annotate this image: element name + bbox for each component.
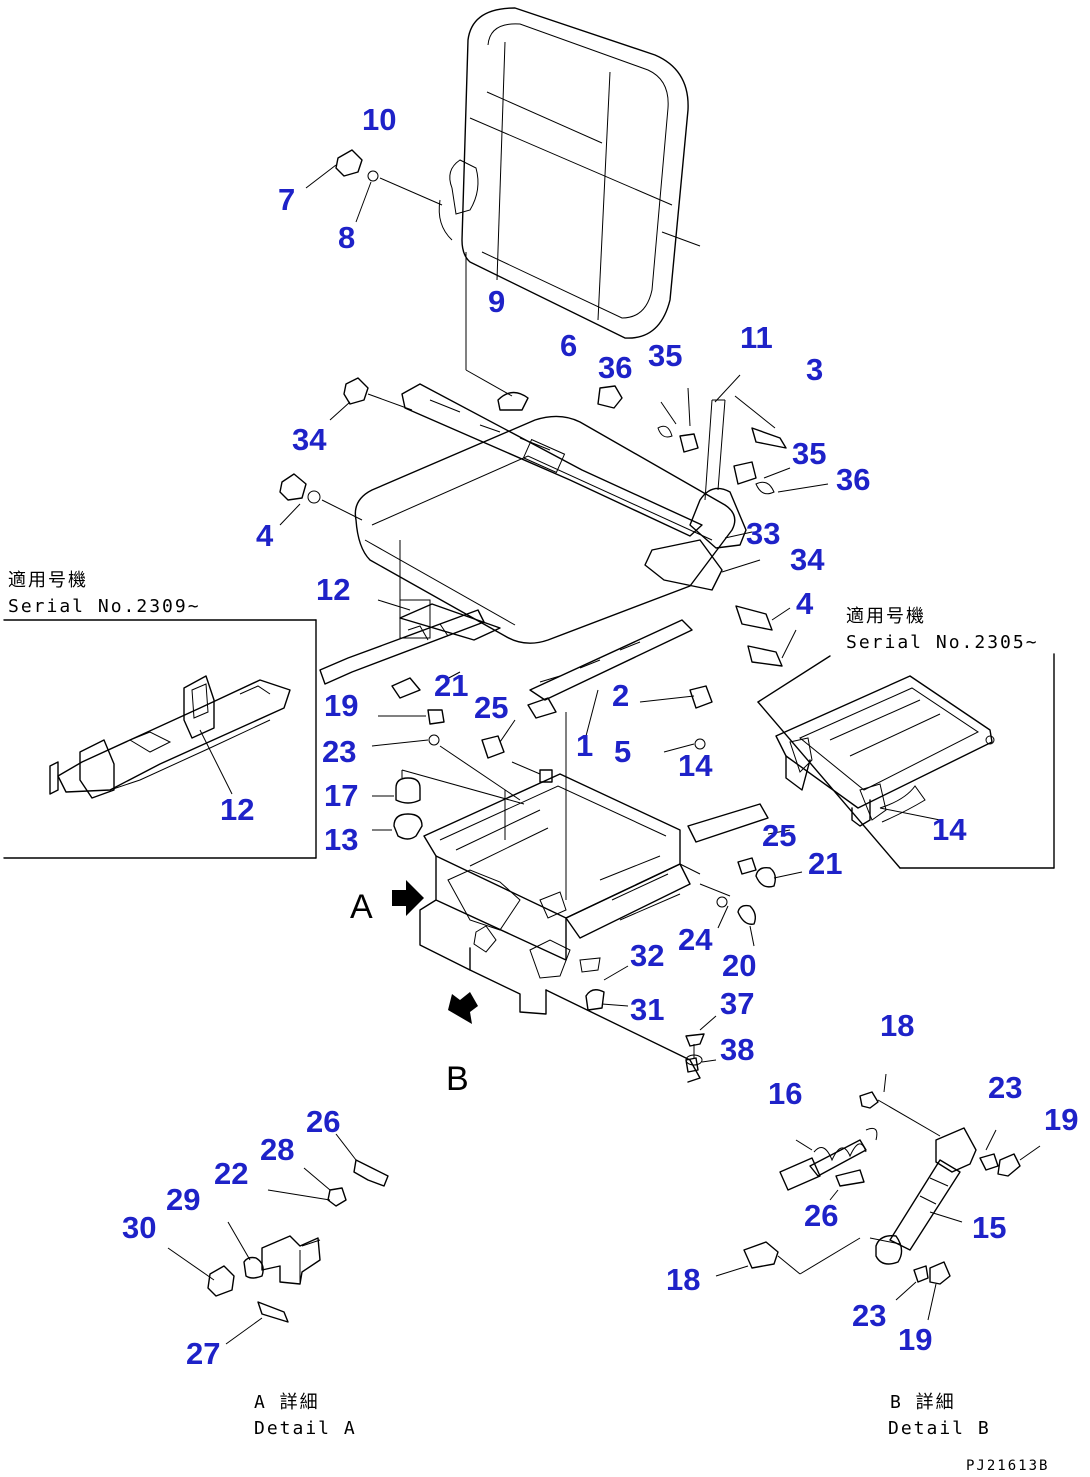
callout-20: 20 [722, 948, 756, 983]
detail-b-drawing [715, 1073, 1041, 1321]
inset-right-serial [757, 653, 1055, 869]
bolt-7-washer-8 [305, 149, 443, 223]
callout-19: 19 [898, 1322, 932, 1357]
callout-34: 34 [292, 422, 327, 457]
drawing-code: PJ21613B [966, 1458, 1049, 1474]
diagram-labels: 適用号機 Serial No.2309~ 適用号機 Serial No.2305… [8, 570, 1049, 1474]
callout-1: 1 [576, 728, 593, 763]
inset-right-title: 適用号機 [846, 606, 926, 627]
callout-3: 3 [806, 352, 823, 387]
callout-35: 35 [792, 436, 826, 471]
view-arrows [392, 880, 478, 1024]
callout-16: 16 [768, 1076, 802, 1111]
callout-23: 23 [852, 1298, 886, 1333]
slide-rails [319, 599, 713, 900]
view-b-arrow [448, 992, 478, 1024]
callout-10: 10 [362, 102, 396, 137]
detail-a-drawing [167, 1133, 389, 1345]
callout-9: 9 [488, 284, 505, 319]
callout-37: 37 [720, 986, 754, 1021]
callout-25: 25 [762, 818, 796, 853]
callout-36: 36 [598, 350, 632, 385]
callout-34: 34 [790, 542, 825, 577]
callout-27: 27 [186, 1336, 220, 1371]
callout-33: 33 [746, 516, 780, 551]
callout-15: 15 [972, 1210, 1006, 1245]
callout-7: 7 [278, 182, 295, 217]
detail-b-title-en: Detail B [888, 1418, 991, 1439]
inset-left-title: 適用号機 [8, 570, 88, 591]
callout-21: 21 [434, 668, 468, 703]
inset-left-serial [3, 619, 317, 859]
detail-a-title-en: Detail A [254, 1418, 357, 1439]
detail-b-title-jp: B 詳細 [890, 1392, 956, 1413]
callout-19: 19 [1044, 1102, 1078, 1137]
view-a-arrow [392, 880, 424, 916]
suspension-base [419, 773, 701, 1083]
callout-18: 18 [880, 1008, 914, 1043]
view-a-label: A [350, 888, 373, 926]
inset-right-serial: Serial No.2305~ [846, 632, 1039, 653]
callout-28: 28 [260, 1132, 294, 1167]
seat-backrest [438, 7, 701, 397]
callout-35: 35 [648, 338, 682, 373]
callout-30: 30 [122, 1210, 156, 1245]
callout-14: 14 [678, 748, 713, 783]
callout-8: 8 [338, 220, 355, 255]
callout-19: 19 [324, 688, 358, 723]
callout-11: 11 [740, 320, 773, 355]
callout-4: 4 [256, 518, 274, 553]
callout-21: 21 [808, 846, 842, 881]
callout-23: 23 [988, 1070, 1022, 1105]
callout-38: 38 [720, 1032, 754, 1067]
seat-cushion-frame [354, 383, 747, 644]
callout-13: 13 [324, 822, 358, 857]
callout-17: 17 [324, 778, 358, 813]
callout-24: 24 [678, 922, 713, 957]
view-b-label: B [446, 1060, 469, 1098]
callout-26: 26 [306, 1104, 340, 1139]
callout-18: 18 [666, 1262, 700, 1297]
callout-31: 31 [630, 992, 664, 1027]
fasteners-left-stack [371, 709, 553, 840]
callout-5: 5 [614, 734, 631, 769]
callout-2: 2 [612, 678, 629, 713]
callout-numbers: 10 7 8 9 6 36 35 11 3 34 35 36 4 33 34 4… [122, 102, 1078, 1371]
callout-22: 22 [214, 1156, 248, 1191]
callout-12: 12 [316, 572, 350, 607]
callout-23: 23 [322, 734, 356, 769]
callout-36: 36 [836, 462, 870, 497]
callout-6: 6 [560, 328, 577, 363]
callout-12: 12 [220, 792, 254, 827]
detail-a-title-jp: A 詳細 [254, 1392, 320, 1413]
inset-left-serial: Serial No.2309~ [8, 596, 201, 617]
callout-4: 4 [796, 586, 814, 621]
callout-26: 26 [804, 1198, 838, 1233]
callout-14: 14 [932, 812, 967, 847]
callout-29: 29 [166, 1182, 200, 1217]
callout-32: 32 [630, 938, 664, 973]
fasteners-top-right [597, 374, 829, 667]
fasteners-right-stack [601, 803, 803, 1073]
bolts-34-4-left [279, 377, 413, 526]
callout-25: 25 [474, 690, 508, 725]
